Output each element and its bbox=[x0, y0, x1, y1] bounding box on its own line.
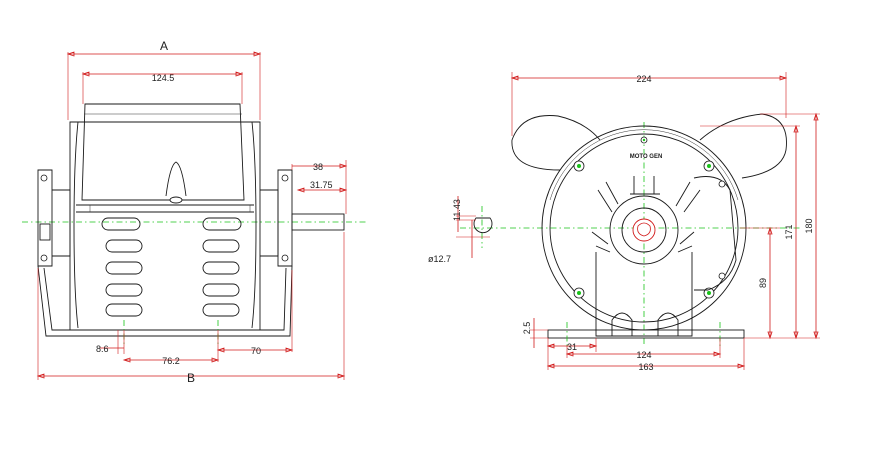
dim-76-2-label: 76.2 bbox=[162, 356, 180, 366]
hub-outer bbox=[609, 195, 679, 265]
dim-124-label: 124 bbox=[636, 350, 651, 360]
shaft-detail: 11.43 ø12.7 bbox=[428, 196, 506, 264]
cooling-slots-left bbox=[101, 217, 143, 317]
end-view: MOTO GEN 224 bbox=[510, 72, 820, 372]
left-ear bbox=[511, 115, 601, 171]
dim-B-label: B bbox=[187, 371, 195, 385]
switch-housing bbox=[693, 176, 737, 291]
dim-A-label: A bbox=[160, 39, 168, 53]
shaft-section bbox=[473, 217, 493, 234]
end-view-screws bbox=[573, 136, 715, 299]
right-ear bbox=[699, 113, 787, 179]
brand-text: MOTO GEN bbox=[630, 154, 663, 160]
dim-163-label: 163 bbox=[638, 362, 653, 372]
pedestal bbox=[595, 252, 693, 337]
dim-8-6-label: 8.6 bbox=[96, 344, 109, 354]
center-screw bbox=[169, 196, 183, 204]
hub-logo-icon bbox=[632, 218, 656, 242]
motor-body-outline bbox=[69, 121, 261, 331]
dim-2-5-label: 2.5 bbox=[522, 322, 532, 335]
left-end-bracket bbox=[37, 169, 53, 267]
dim-224-label: 224 bbox=[636, 74, 651, 84]
dim-180-label: 180 bbox=[804, 218, 814, 233]
base-plate bbox=[547, 329, 745, 339]
cooling-slots-right bbox=[202, 217, 242, 317]
base-frame bbox=[37, 265, 293, 337]
dim-70-label: 70 bbox=[251, 346, 261, 356]
capacitor-clip bbox=[165, 161, 187, 197]
dim-31-75-label: 31.75 bbox=[310, 180, 333, 190]
motor-shaft bbox=[291, 213, 345, 231]
terminal-box bbox=[81, 103, 245, 201]
dim-12-7-label: ø12.7 bbox=[428, 254, 451, 264]
right-end-bracket bbox=[277, 169, 293, 267]
dim-38-label: 38 bbox=[313, 162, 323, 172]
dim-89-label: 89 bbox=[758, 278, 768, 288]
dim-171-label: 171 bbox=[784, 224, 794, 239]
dim-31-label: 31 bbox=[567, 342, 577, 352]
side-view: A 124.5 38 31.75 8.6 76.2 70 bbox=[22, 39, 368, 385]
dim-11-43-label: 11.43 bbox=[452, 199, 462, 221]
dim-124-5-label: 124.5 bbox=[152, 73, 175, 83]
